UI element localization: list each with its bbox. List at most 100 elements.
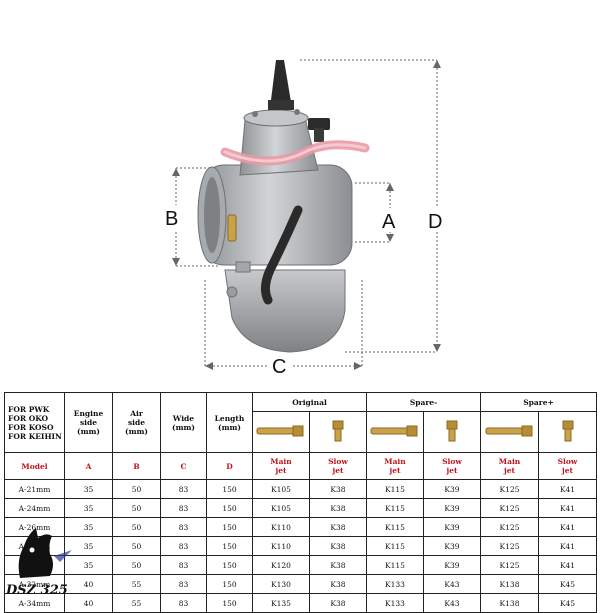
group-spare-minus: Spare- [365,392,482,412]
main-jet-line1: Main [384,457,406,466]
subhead-c: C [160,452,207,480]
slow-jet-image-spare-plus [538,411,598,453]
table-cell: K115 [366,555,424,575]
main-jet-line1: Main [498,457,521,466]
slow-jet-image-original [309,411,367,453]
group-original: Original [252,392,367,412]
compat-pwk: FOR PWK [8,404,50,414]
table-cell: K133 [366,593,424,613]
slow-jet-icon [332,420,344,442]
main-jet-icon [256,425,304,437]
jet-spec-table: FOR PWK FOR OKO FOR KOSO FOR KEIHIN Engi… [4,392,598,613]
table-cell: K115 [366,498,424,518]
table-cell: 50 [112,517,161,537]
table-cell: K38 [309,536,367,556]
air-side-line2: side [127,418,146,427]
table-cell: K125 [480,555,540,575]
table-cell: 150 [206,593,253,613]
table-cell: K43 [422,574,482,594]
table-cell: K45 [538,593,598,613]
table-cell: A-24mm [4,498,65,518]
table-cell: K130 [252,574,310,594]
table-cell: 55 [112,593,161,613]
table-cell: 50 [112,479,161,499]
table-cell: K120 [252,555,310,575]
table-cell: A-21mm [4,479,65,499]
engine-side-line1: Engine [73,409,104,418]
carburetor-body [197,60,370,353]
table-cell: K115 [366,479,424,499]
table-row: A-28mm355083150K110K38K115K39K125K41 [4,536,598,556]
table-cell: K38 [309,517,367,537]
table-cell: 83 [160,593,207,613]
table-cell: 35 [64,479,113,499]
table-cell: 83 [160,517,207,537]
table-cell: 150 [206,555,253,575]
table-cell: 50 [112,555,161,575]
col-wide: Wide (mm) [160,392,207,453]
table-cell: K41 [538,517,598,537]
table-cell: K105 [252,498,310,518]
main-jet-image-spare-plus [480,411,540,453]
slow-jet-line1: Slow [442,457,462,466]
table-cell: K133 [366,574,424,594]
table-cell: K138 [480,593,540,613]
table-cell: 50 [112,498,161,518]
table-cell: K125 [480,479,540,499]
compat-oko: FOR OKO [8,413,49,423]
dim-label-b: B [165,208,178,230]
slow-jet-line2: jet [562,466,573,475]
subhead-a: A [64,452,113,480]
table-cell: K110 [252,517,310,537]
length-line2: (mm) [218,422,241,432]
carburetor-diagram: B A D C [165,59,443,378]
group-spare-plus: Spare+ [480,392,598,412]
slow-jet-icon [562,420,574,442]
engine-side-line2: side [79,418,98,427]
compat-keihin: FOR KEIHIN [8,431,62,441]
subhead-model: Model [4,452,65,480]
brand-compat-cell: FOR PWK FOR OKO FOR KOSO FOR KEIHIN [4,392,65,453]
table-cell: 150 [206,574,253,594]
compat-koso: FOR KOSO [8,422,54,432]
table-cell: 150 [206,536,253,556]
subhead-d: D [206,452,253,480]
wide-line1: Wide [172,413,195,423]
dim-label-c: C [272,356,286,378]
table-cell: K45 [538,574,598,594]
table-cell: K125 [480,536,540,556]
table-cell: K43 [422,593,482,613]
engine-side-line3: (mm) [77,427,100,436]
table-cell: K125 [480,517,540,537]
wide-line2: (mm) [172,422,195,432]
main-jet-line2: jet [275,466,287,475]
main-jet-icon [370,425,418,437]
table-cell: K38 [309,593,367,613]
col-air-side: Air side (mm) [112,392,161,453]
air-side-line3: (mm) [125,427,148,436]
table-cell: K115 [366,517,424,537]
dim-label-a: A [382,211,396,233]
col-length: Length (mm) [206,392,253,453]
col-engine-side: Engine side (mm) [64,392,113,453]
main-jet-line1: Main [270,457,292,466]
table-cell: K115 [366,536,424,556]
table-cell: K38 [309,574,367,594]
table-cell: K41 [538,536,598,556]
table-cell: K38 [309,498,367,518]
table-cell: K41 [538,498,598,518]
table-cell: 83 [160,536,207,556]
table-cell: 83 [160,574,207,594]
slow-jet-image-spare-minus [422,411,482,453]
table-cell: K125 [480,498,540,518]
table-cell: K39 [422,498,482,518]
subhead-b: B [112,452,161,480]
table-cell: 55 [112,574,161,594]
table-cell: 150 [206,479,253,499]
